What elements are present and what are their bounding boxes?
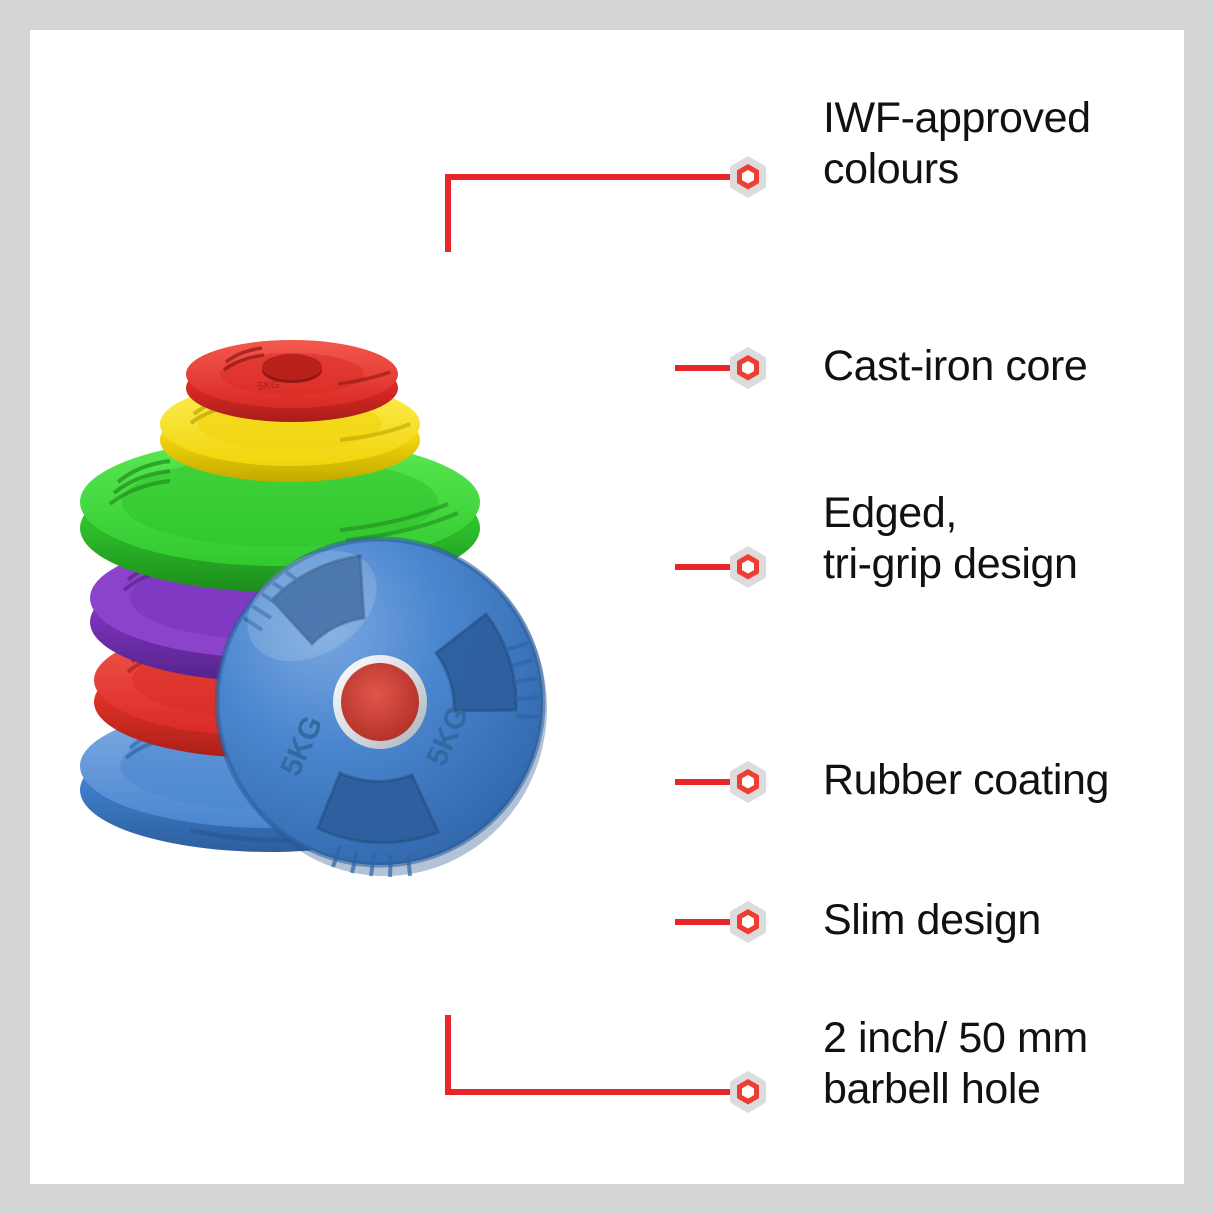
- plate-red-top: 5KG: [186, 340, 398, 422]
- callout-label-rubber-coating: Rubber coating: [823, 756, 1110, 804]
- hexagon-marker-icon: [728, 900, 768, 944]
- hexagon-marker-icon: [728, 346, 768, 390]
- svg-text:5KG: 5KG: [257, 379, 280, 393]
- hexagon-marker-icon: [728, 760, 768, 804]
- grip-ribs: [242, 570, 540, 878]
- hexagon-marker-icon: [728, 155, 768, 199]
- callout-label-slim-design: Slim design: [823, 896, 1041, 944]
- callout-label-cast-iron-core: Cast-iron core: [823, 342, 1088, 390]
- product-image: 5KG: [40, 330, 640, 890]
- callout-label-edged-tri-grip-design: Edged, tri-grip design: [823, 489, 1078, 589]
- hexagon-marker-icon: [728, 1070, 768, 1114]
- callout-label-iwf-approved-colours: IWF-approved colours: [823, 94, 1091, 194]
- tri-grip-cutouts: [272, 556, 517, 843]
- hexagon-marker-icon: [728, 545, 768, 589]
- barbell-hole: [341, 663, 419, 741]
- content-canvas: 5KG: [30, 30, 1184, 1184]
- callout-label-barbell-hole-size: 2 inch/ 50 mm barbell hole: [823, 1014, 1088, 1114]
- leader-line-iwf-approved-colours: [445, 174, 730, 252]
- front-plate-blue: 5KG 5KG: [214, 536, 547, 878]
- leader-line-barbell-hole-size: [445, 1015, 730, 1095]
